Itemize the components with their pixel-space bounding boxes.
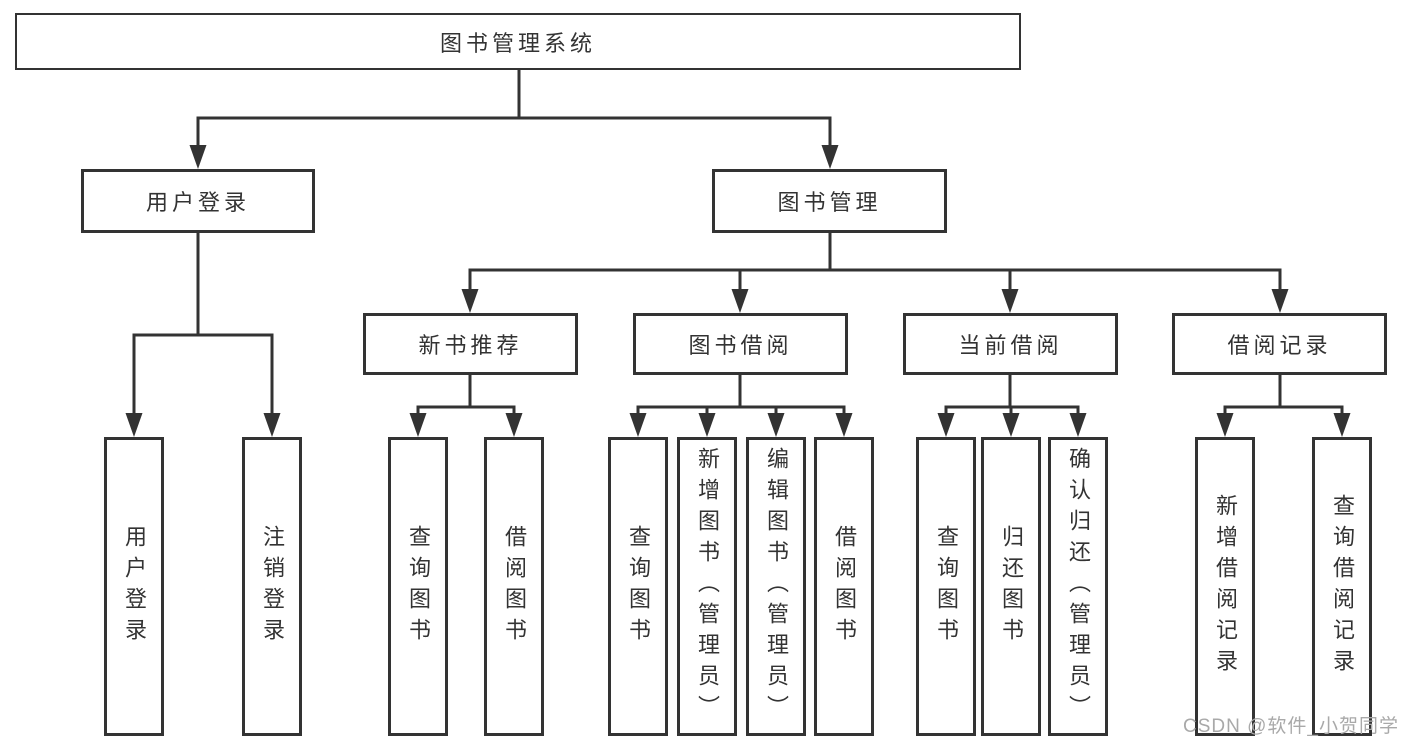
leaf-label: 新增借阅记录 bbox=[1213, 493, 1238, 680]
leaf-logout: 注销登录 bbox=[242, 437, 302, 736]
leaf-records-add-record: 新增借阅记录 bbox=[1195, 437, 1255, 736]
node-label: 新书推荐 bbox=[418, 333, 523, 358]
leaf-label: 查询借阅记录 bbox=[1330, 493, 1355, 680]
node-book-borrowing: 图书借阅 bbox=[633, 313, 848, 375]
leaf-label: 查询图书 bbox=[406, 524, 431, 649]
node-borrowing-records: 借阅记录 bbox=[1172, 313, 1387, 375]
node-label: 当前借阅 bbox=[958, 333, 1063, 358]
leaf-records-query-record: 查询借阅记录 bbox=[1312, 437, 1372, 736]
leaf-borrowing-query-books: 查询图书 bbox=[608, 437, 668, 736]
leaf-label: 用户登录 bbox=[122, 524, 147, 649]
leaf-recommend-query-books: 查询图书 bbox=[388, 437, 448, 736]
node-current-borrowing: 当前借阅 bbox=[903, 313, 1118, 375]
node-label: 图书管理系统 bbox=[439, 30, 596, 56]
leaf-recommend-borrow-books: 借阅图书 bbox=[484, 437, 544, 736]
node-new-book-recommend: 新书推荐 bbox=[363, 313, 578, 375]
arrowheads bbox=[125, 145, 1351, 437]
node-system-root: 图书管理系统 bbox=[15, 13, 1021, 70]
node-label: 图书借阅 bbox=[688, 333, 793, 358]
leaf-current-confirm-return-admin: 确认归还（管理员） bbox=[1048, 437, 1108, 736]
node-user-login: 用户登录 bbox=[81, 169, 315, 233]
node-label: 借阅记录 bbox=[1227, 333, 1332, 358]
leaf-label: 借阅图书 bbox=[502, 524, 527, 649]
watermark: CSDN @软件_小贺同学 bbox=[1183, 716, 1399, 737]
leaf-label: 归还图书 bbox=[999, 524, 1024, 649]
leaf-borrowing-add-books-admin: 新增图书（管理员） bbox=[677, 437, 737, 736]
leaf-label: 查询图书 bbox=[626, 524, 651, 649]
leaf-label: 查询图书 bbox=[934, 524, 959, 649]
leaf-current-return-books: 归还图书 bbox=[981, 437, 1041, 736]
leaf-label: 借阅图书 bbox=[832, 524, 857, 649]
leaf-current-query-books: 查询图书 bbox=[916, 437, 976, 736]
leaf-borrowing-borrow-books: 借阅图书 bbox=[814, 437, 874, 736]
node-label: 图书管理 bbox=[777, 190, 882, 215]
leaf-label: 确认归还（管理员） bbox=[1066, 447, 1091, 726]
node-label: 用户登录 bbox=[145, 190, 250, 215]
leaf-borrowing-edit-books-admin: 编辑图书（管理员） bbox=[746, 437, 806, 736]
leaf-label: 编辑图书（管理员） bbox=[764, 447, 789, 726]
leaf-label: 新增图书（管理员） bbox=[695, 447, 720, 726]
leaf-user-login: 用户登录 bbox=[104, 437, 164, 736]
node-book-management: 图书管理 bbox=[712, 169, 947, 233]
leaf-label: 注销登录 bbox=[260, 524, 285, 649]
